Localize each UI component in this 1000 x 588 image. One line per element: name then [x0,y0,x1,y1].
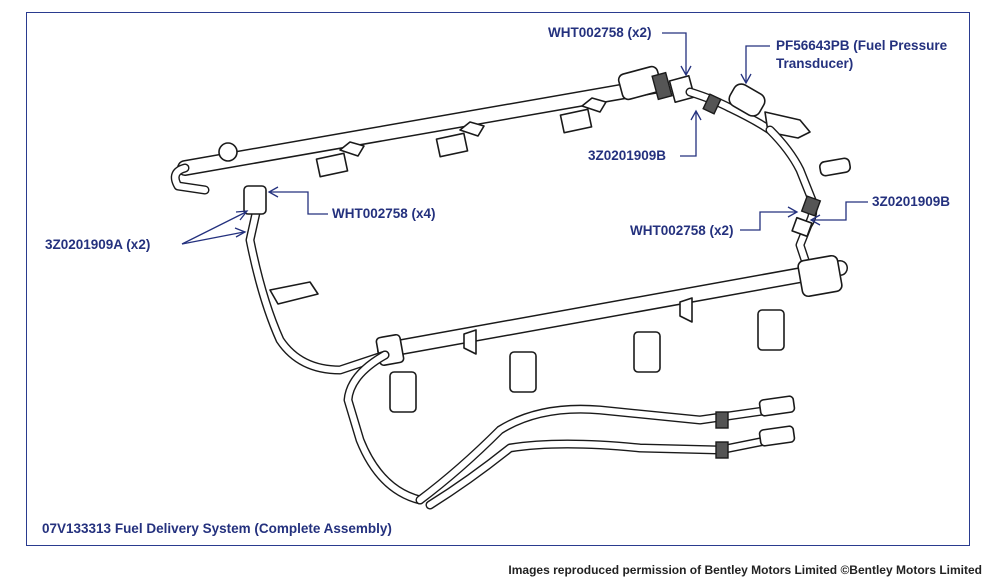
arrow-wht-right [787,206,799,218]
leader-z-left-a [181,211,247,245]
arrow-wht-left [267,186,279,198]
label-wht002758-left: WHT002758 (x4) [332,206,436,221]
label-3z0201909b-top: 3Z0201909B [588,148,667,163]
label-3z0201909b-right: 3Z0201909B [872,194,951,209]
lower-fuel-rail [375,254,848,367]
label-wht002758-right: WHT002758 (x2) [630,223,734,238]
arrow-z-right [809,214,821,226]
label-pf56643pb: PF56643PB (Fuel Pressure Transducer) [776,37,947,73]
arrow-z-left-b [234,227,247,238]
top-connector-block [617,65,811,139]
arrow-z-left-a [235,210,249,221]
leader-pf [745,45,770,82]
upper-fuel-rail [170,77,668,195]
label-wht002758-top: WHT002758 (x2) [548,25,652,40]
diagram-caption: 07V133313 Fuel Delivery System (Complete… [42,521,392,536]
upper-injectors [315,97,607,178]
label-3z0201909a: 3Z0201909A (x2) [45,237,151,252]
image-credit: Images reproduced permission of Bentley … [508,563,982,577]
label-pf56643pb-line2: Transducer) [776,56,854,71]
supply-return-lines [415,395,796,510]
leader-wht-top [662,32,687,74]
label-pf56643pb-line1: PF56643PB (Fuel Pressure [776,38,948,53]
lower-injectors [389,297,785,413]
arrow-wht-top [680,65,692,77]
leader-lines [181,32,868,245]
leader-wht-left [270,191,328,215]
left-feed-pipes [243,185,425,505]
crossover-pipe [765,125,851,265]
arrow-z-top [690,109,702,121]
arrow-pf [740,73,752,85]
leader-z-right [812,201,868,221]
leader-z-left-b [181,231,245,245]
leader-wht-right [740,211,796,231]
leader-z-top [680,112,697,157]
